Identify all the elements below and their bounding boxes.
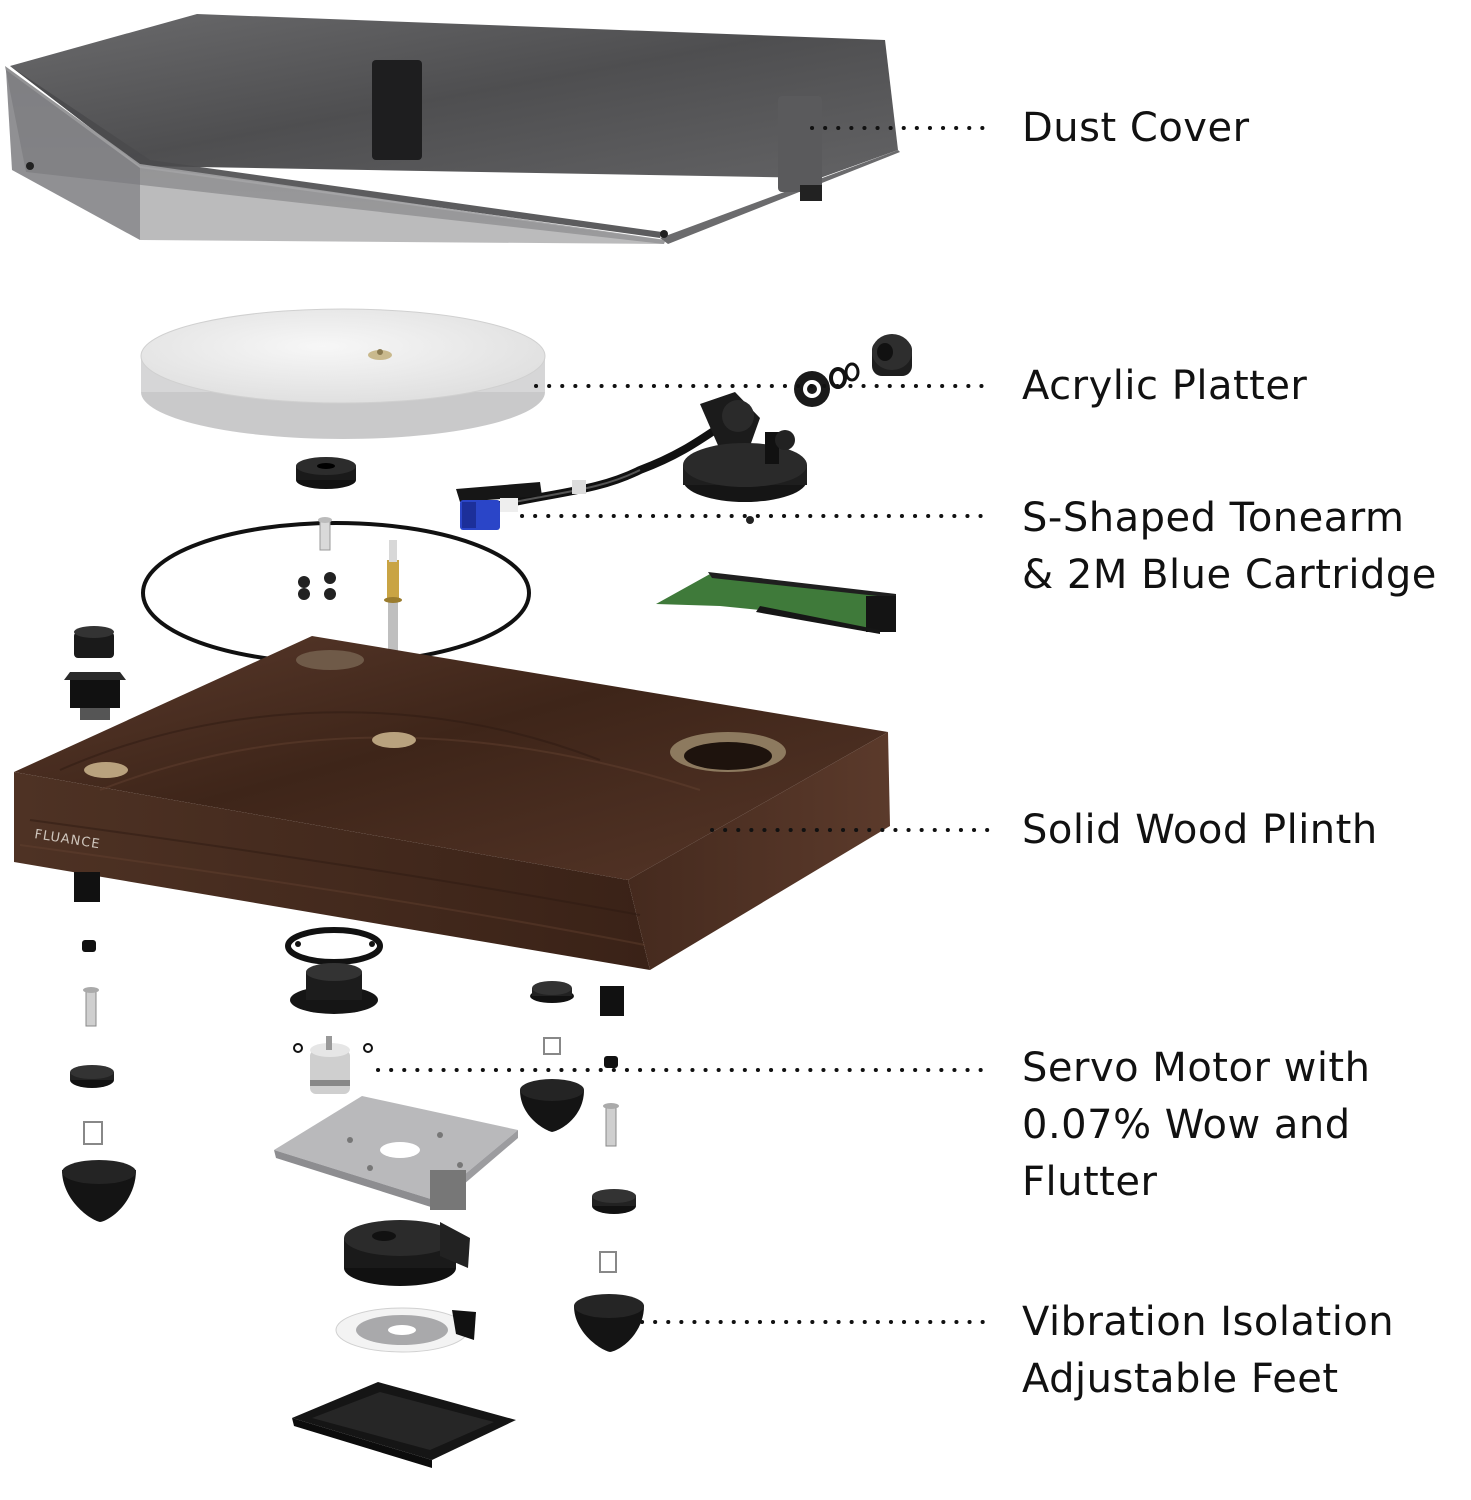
dust-cover-top [10, 14, 898, 178]
label-line: Flutter [1022, 1159, 1158, 1205]
motor-cover [344, 1220, 470, 1286]
servo-motor [310, 1036, 350, 1094]
counterweight [872, 334, 912, 376]
label-line: Vibration Isolation [1022, 1299, 1395, 1345]
pulley-pin [318, 517, 332, 551]
circuit-board [656, 572, 896, 634]
spindle [384, 540, 402, 656]
label-line: Acrylic Platter [1022, 363, 1308, 409]
switch-housing [64, 672, 126, 720]
bottom-tray [292, 1382, 516, 1468]
acrylic-platter [140, 308, 546, 439]
label-line: S-Shaped Tonearm [1022, 495, 1405, 541]
speed-knob [74, 626, 114, 658]
label-line: & 2M Blue Cartridge [1022, 552, 1437, 598]
label-line: Adjustable Feet [1022, 1356, 1339, 1402]
label-line: Dust Cover [1022, 105, 1250, 151]
label-feet: Vibration Isolation Adjustable Feet [1022, 1294, 1394, 1408]
optical-disc [335, 1307, 476, 1353]
motor-assembly [274, 927, 518, 1468]
plinth-top [14, 636, 888, 880]
dust-cover [5, 14, 900, 244]
label-line: 0.07% Wow and [1022, 1102, 1351, 1148]
label-plinth: Solid Wood Plinth [1022, 802, 1378, 859]
right-foot-stack [520, 981, 636, 1273]
dust-cover-right-side [660, 150, 900, 244]
small-screws [298, 572, 336, 600]
plinth-front [14, 772, 650, 970]
platter-hub [296, 457, 356, 489]
label-dust-cover: Dust Cover [1022, 100, 1250, 157]
cartridge [456, 482, 542, 530]
plinth-right-side [628, 732, 890, 970]
hinge-right [778, 96, 822, 192]
leader-lines [376, 126, 992, 1324]
label-line: Servo Motor with [1022, 1045, 1371, 1091]
label-acrylic-platter: Acrylic Platter [1022, 358, 1307, 415]
tonearm [496, 334, 912, 524]
wood-plinth: FLUANCE [14, 636, 890, 970]
hinge-left [372, 60, 422, 160]
label-servo-motor: Servo Motor with 0.07% Wow and Flutter [1022, 1040, 1370, 1211]
isolation-foot [574, 1294, 644, 1352]
label-line: Solid Wood Plinth [1022, 807, 1378, 853]
label-tonearm: S-Shaped Tonearm & 2M Blue Cartridge [1022, 490, 1437, 604]
left-foot-stack [62, 872, 136, 1222]
